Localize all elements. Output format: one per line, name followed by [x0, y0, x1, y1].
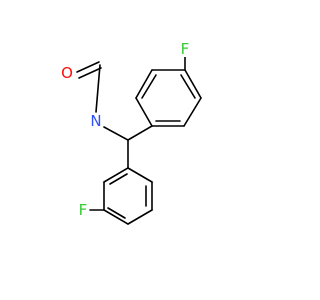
- fluorine-bottom-label: F: [79, 201, 88, 219]
- molecule-structure: O N F F: [60, 40, 202, 225]
- bond-c-n: [95, 64, 101, 113]
- bond-ch-ring1: [127, 125, 153, 141]
- ring1-bond-b: [183, 97, 202, 127]
- fluorine-bottom-atom: F: [77, 201, 89, 219]
- oxygen-label-bg: [60, 65, 74, 81]
- nitrogen-label-bg: [89, 113, 103, 129]
- ring2-bond-a: [127, 167, 153, 183]
- nitrogen-atom: N: [89, 112, 103, 130]
- fluorine-top-label: F: [181, 40, 190, 58]
- bond-co-double-2: [78, 67, 102, 79]
- structure-canvas: O N F F: [60, 40, 202, 225]
- ring2-bond-f: [103, 167, 129, 183]
- ring1-bond-f: [135, 97, 153, 127]
- ring2-bond-d: [103, 209, 129, 225]
- bond-n-ch: [103, 126, 129, 141]
- ring2-bond-c: [127, 209, 153, 225]
- fluorine-bottom-label-bg: [77, 202, 89, 218]
- nitrogen-label: N: [90, 112, 101, 130]
- atom-labels-group: O N F F: [60, 40, 191, 219]
- bond-co-double-1: [76, 61, 100, 73]
- ring1-inner-3: [141, 74, 157, 99]
- ring2-inner-2: [107, 207, 126, 219]
- oxygen-label: O: [61, 64, 73, 82]
- ring1-inner-2: [180, 74, 196, 99]
- fluorine-top-atom: F: [179, 40, 191, 58]
- bonds-group: [76, 55, 202, 225]
- oxygen-atom: O: [60, 64, 74, 82]
- ring1-bond-e: [135, 69, 153, 99]
- fluorine-top-label-bg: [179, 41, 191, 57]
- ring1-bond-c: [184, 69, 202, 99]
- ring2-inner-3: [109, 173, 128, 185]
